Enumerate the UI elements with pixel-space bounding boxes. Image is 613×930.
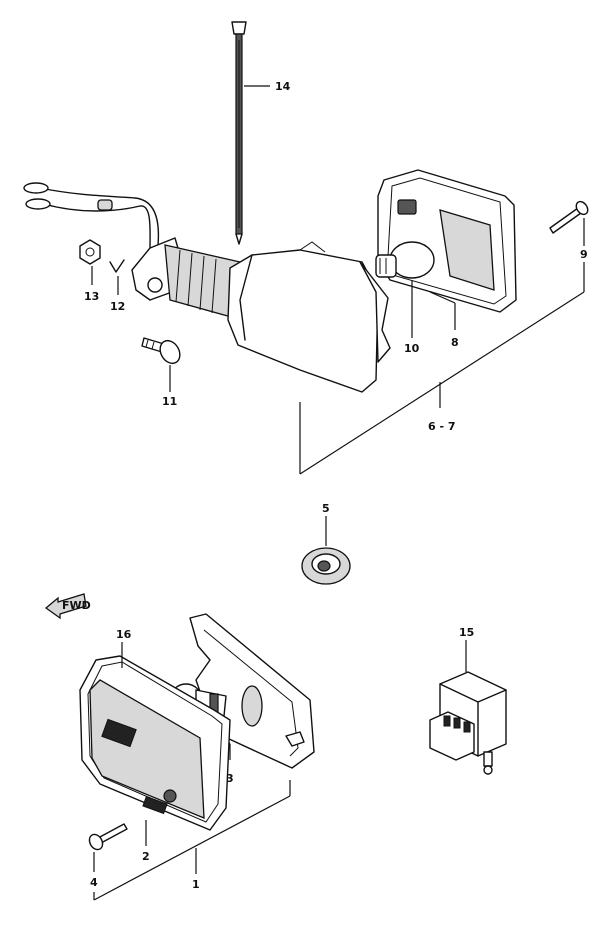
callout-8: 8: [451, 336, 459, 349]
callout-14: 14: [275, 80, 291, 93]
front-lens-housing: [79, 655, 231, 831]
forward-arrow-icon: FWD: [44, 593, 91, 620]
part-15-relay: [429, 671, 507, 775]
callout-16: 16: [116, 628, 132, 641]
lens-pattern: [101, 718, 168, 815]
part-4-screw: [88, 823, 128, 851]
part-12-washer: [109, 259, 125, 273]
rear-turn-signal-assembly: [131, 237, 391, 393]
part-9-screw: [549, 200, 589, 234]
callout-10: 10: [404, 342, 420, 355]
part-11-screw: [141, 337, 181, 365]
callout-13: 13: [84, 290, 99, 303]
callout-4: 4: [90, 876, 98, 889]
callout-1: 1: [192, 878, 200, 891]
callout-3: 3: [226, 772, 234, 785]
part-14-cable-tie: [231, 21, 247, 245]
part-5-grommet: [301, 547, 351, 585]
callout-12: 12: [110, 300, 125, 313]
part-13-nut: [79, 239, 101, 265]
callout-2: 2: [142, 850, 150, 863]
callout-11: 11: [162, 395, 177, 408]
fwd-label: FWD: [62, 599, 91, 612]
callout-15: 15: [459, 626, 474, 639]
assembly-bracket-1: [93, 780, 291, 901]
assembly-bracket-6-7: [299, 291, 585, 475]
part-10-bulb: [375, 241, 435, 279]
part-8-rear-lens: [377, 169, 517, 313]
wire-harness: [23, 182, 160, 251]
callout-9: 9: [580, 248, 588, 261]
callout-5: 5: [322, 502, 330, 515]
callout-6-7: 6 - 7: [428, 420, 456, 433]
